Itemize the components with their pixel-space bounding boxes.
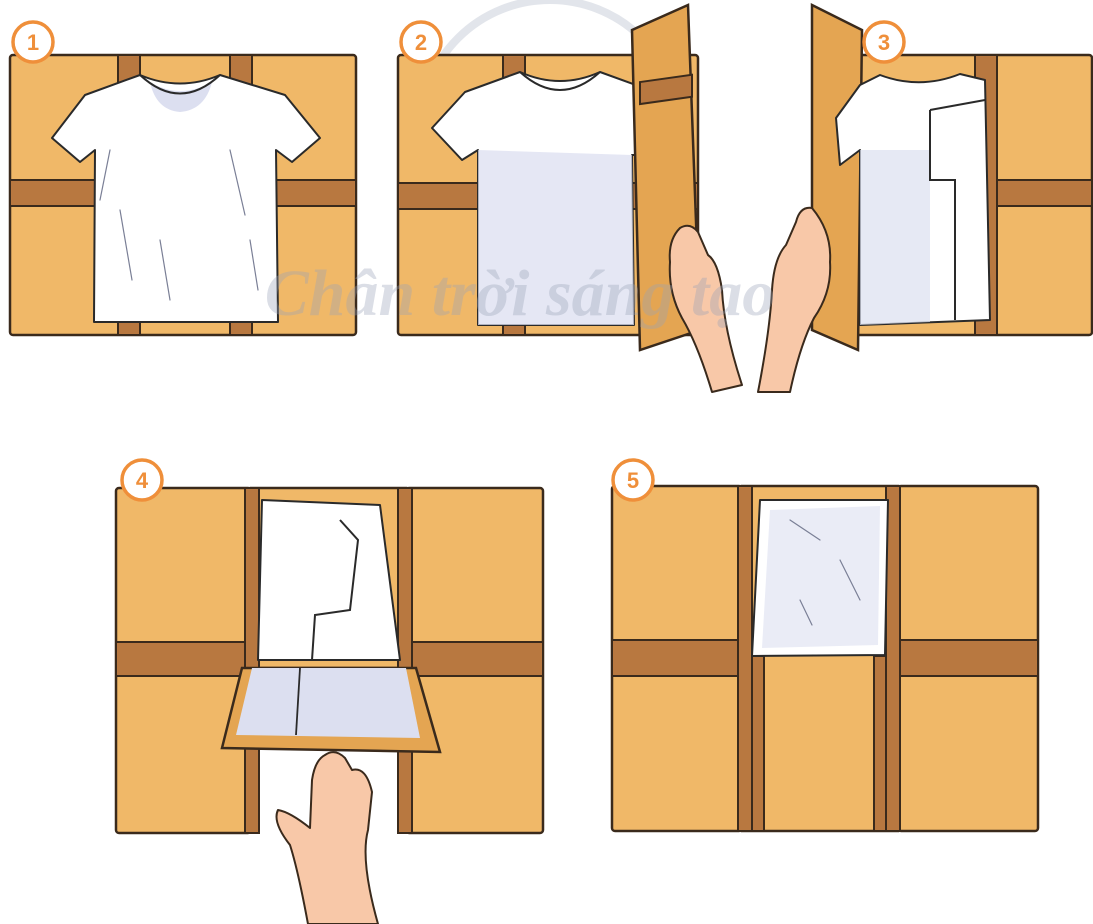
tape-strip — [406, 642, 543, 676]
step-badge-3: 3 — [864, 22, 904, 62]
step-badge-1: 1 — [13, 22, 53, 62]
tape-strip — [874, 656, 886, 831]
step-badge-4: 4 — [122, 460, 162, 500]
tape-strip — [752, 656, 764, 831]
tape-strip — [738, 486, 752, 831]
tape-strip — [898, 640, 1038, 676]
tape-strip — [245, 488, 259, 833]
step-2-panel — [398, 5, 742, 392]
step-5-panel — [612, 486, 1038, 831]
step-number: 2 — [415, 30, 427, 55]
step-3-panel — [758, 5, 1092, 392]
step-4-panel — [116, 488, 543, 924]
watermark-text: Chân trời sáng tạo — [265, 257, 775, 330]
tape-strip — [116, 642, 251, 676]
tape-strip — [997, 180, 1092, 206]
step-number: 3 — [878, 30, 890, 55]
tape-strip — [612, 640, 742, 676]
hand-icon — [277, 752, 379, 924]
step-number: 4 — [136, 468, 149, 493]
step-number: 5 — [627, 468, 639, 493]
step-number: 1 — [27, 30, 39, 55]
tshirt-bottom-part — [236, 668, 420, 738]
step-badge-2: 2 — [401, 22, 441, 62]
tshirt-folded-sides — [258, 500, 400, 660]
step-badge-5: 5 — [613, 460, 653, 500]
